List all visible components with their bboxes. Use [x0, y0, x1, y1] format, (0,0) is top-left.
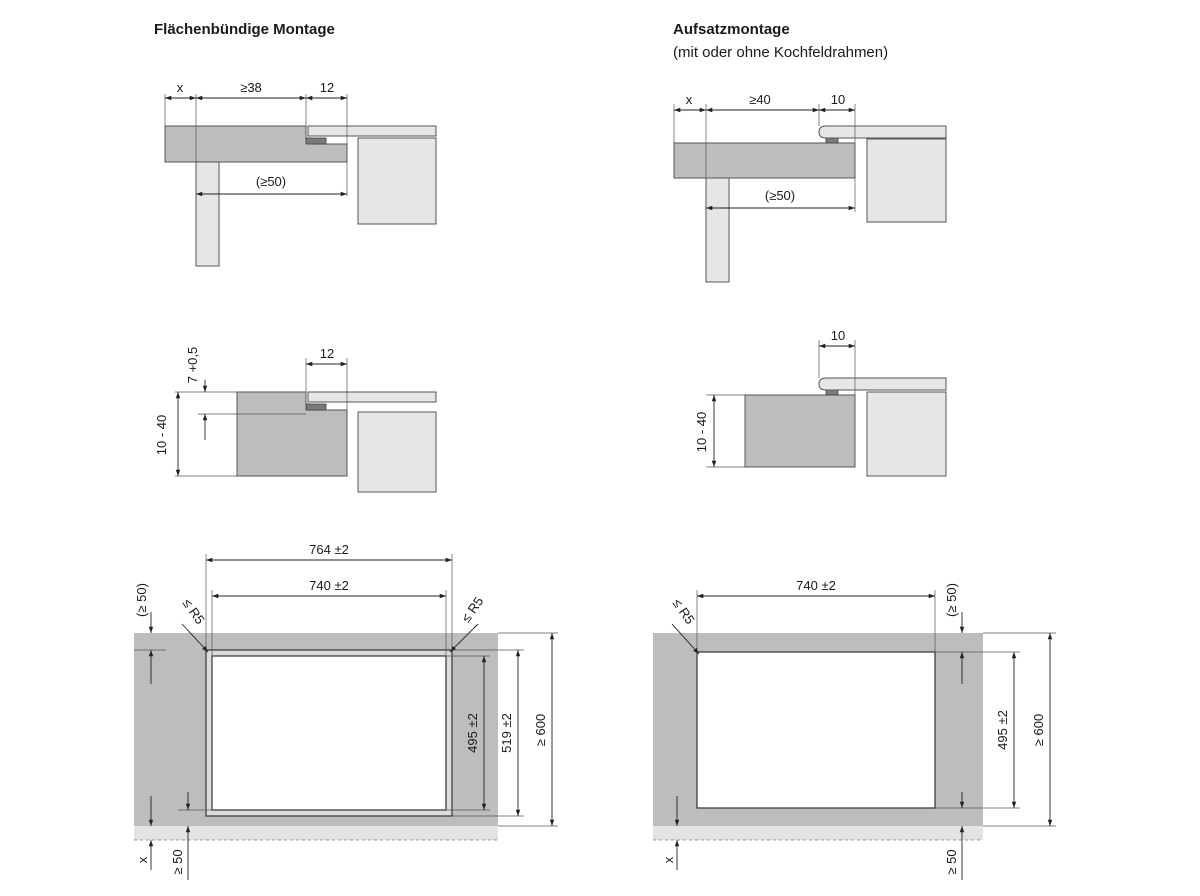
- back-margin-strip: [134, 826, 498, 840]
- cabinet-side-wall: [195, 161, 220, 267]
- radius-left-label: ≤ R5: [180, 596, 208, 627]
- seal-strip: [305, 403, 327, 411]
- hob-glass: [818, 125, 947, 139]
- dim-front-margin-label: (≥ 50): [134, 583, 149, 617]
- radius-right-label: ≤ R5: [458, 594, 486, 625]
- dim-x-label: x: [686, 92, 693, 107]
- dim-outer-depth-label: 519 ±2: [499, 713, 514, 753]
- hob-glass: [818, 377, 947, 391]
- flush-cutout-plan: 764 ±2 740 ±2 ≤ R5 ≤ R5 (≥ 50) 495 ±2 51…: [134, 542, 558, 880]
- dim-overhang-label: (≥50): [256, 174, 286, 189]
- surface-cutout-plan: 740 ±2 ≤ R5 (≥ 50) 495 ±2 ≥ 600 x ≥ 50: [653, 578, 1056, 880]
- dim-inner-width-label: 740 ±2: [309, 578, 349, 593]
- dim-inner-depth-label: 495 ±2: [465, 713, 480, 753]
- surface-mount-title: Aufsatzmontage: [673, 21, 790, 38]
- dim-edge-label: 10: [831, 92, 845, 107]
- hob-body: [866, 391, 947, 477]
- flush-section-detail: 12 7 +0,5 10 - 40: [154, 346, 437, 493]
- dim-back-margin-label: ≥ 50: [944, 849, 959, 874]
- dim-worktop-label: 10 - 40: [694, 412, 709, 452]
- surface-section-detail: 10 10 - 40: [694, 328, 947, 477]
- dim-total-depth-label: ≥ 600: [1031, 714, 1046, 746]
- flush-mount-title: Flächenbündige Montage: [154, 21, 335, 38]
- dim-edge-label: 10: [831, 328, 845, 343]
- hob-glass: [307, 125, 437, 137]
- seal-strip: [825, 137, 839, 144]
- radius-left-label: ≤ R5: [670, 596, 698, 627]
- dim-total-depth-label: ≥ 600: [533, 714, 548, 746]
- dim-edge-label: 12: [320, 80, 334, 95]
- dim-x-label: x: [135, 856, 150, 863]
- dim-edge-label: 12: [320, 346, 334, 361]
- cabinet-side-wall: [705, 177, 730, 283]
- dim-overhang-label: (≥50): [765, 188, 795, 203]
- dim-back-margin-label: ≥ 50: [170, 849, 185, 874]
- surface-section-top: x ≥40 10 (≥50): [673, 92, 947, 283]
- inner-cutout: [696, 651, 936, 809]
- hob-body: [866, 138, 947, 223]
- surface-mount-subtitle: (mit oder ohne Kochfeldrahmen): [673, 44, 889, 61]
- dim-front-margin-label: (≥ 50): [944, 583, 959, 617]
- dim-worktop-label: 10 - 40: [154, 415, 169, 455]
- hob-body: [357, 137, 437, 225]
- worktop-profile: [744, 394, 856, 468]
- hob-glass: [307, 391, 437, 403]
- dim-outer-width-label: 764 ±2: [309, 542, 349, 557]
- inner-cutout: [211, 655, 447, 811]
- dim-inner-width-label: 740 ±2: [796, 578, 836, 593]
- worktop-profile: [236, 391, 348, 477]
- seal-strip: [825, 389, 839, 396]
- dim-min-width-label: ≥38: [240, 80, 262, 95]
- worktop-profile: [673, 142, 856, 179]
- seal-strip: [305, 137, 327, 145]
- hob-body: [357, 411, 437, 493]
- dim-thickness-label: 7 +0,5: [185, 347, 200, 384]
- dim-x-label: x: [661, 856, 676, 863]
- dim-x-label: x: [177, 80, 184, 95]
- dim-min-width-label: ≥40: [749, 92, 771, 107]
- back-margin-strip: [653, 826, 983, 840]
- dim-inner-depth-label: 495 ±2: [995, 710, 1010, 750]
- flush-section-top: x ≥38 12 (≥50): [164, 80, 437, 267]
